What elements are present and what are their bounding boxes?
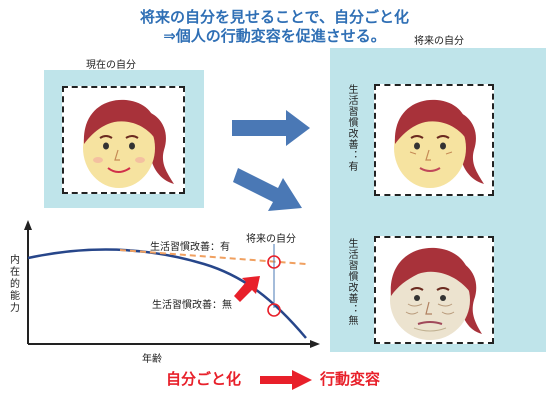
title-line-1: 将来の自分を見せることで、自分ごと化 xyxy=(140,8,409,26)
title-line-2: ⇒個人の行動変容を促進させる。 xyxy=(163,27,386,45)
future-self-label: 将来の自分 xyxy=(414,36,464,47)
current-face-frame xyxy=(62,86,185,194)
arrow-to-improved-icon xyxy=(232,110,310,146)
marker-circle-improved xyxy=(267,255,281,269)
future-with-improvement-label: 生活習慣改善：有 xyxy=(346,84,357,172)
ability-graph xyxy=(24,220,320,348)
future-self-marker-label: 将来の自分 xyxy=(246,234,296,245)
graph-x-axis-arrowhead xyxy=(310,340,320,348)
future-improved-face-frame xyxy=(374,84,494,196)
future-without-improvement-label: 生活習慣改善：無 xyxy=(346,238,357,326)
aged-face-illustration xyxy=(390,247,482,340)
marker-circle-unimproved xyxy=(267,303,281,317)
graph-x-axis-label: 年齢 xyxy=(142,354,162,365)
graph-y-axis-label: 内在的能力 xyxy=(10,255,20,314)
line-with-improvement-label: 生活習慣改善：有 xyxy=(150,242,230,253)
transition-arrows xyxy=(232,110,310,211)
line-without-improvement-label: 生活習慣改善：無 xyxy=(152,300,232,311)
bottom-personalization-text: 自分ごと化 xyxy=(166,370,242,388)
improvement-arrow-icon xyxy=(234,276,260,302)
curve-without-improvement xyxy=(27,248,307,339)
bottom-red-arrow-icon xyxy=(260,370,312,390)
future-unimproved-face-frame xyxy=(374,236,494,344)
improved-face-illustration xyxy=(394,99,484,188)
arrow-to-unimproved-icon xyxy=(233,168,302,211)
future-self-panel: 生活習慣改善：有 生活習慣改善：無 xyxy=(330,48,546,352)
graph-y-axis-arrowhead xyxy=(24,220,32,230)
curve-with-improvement xyxy=(119,249,307,265)
current-self-panel xyxy=(44,70,204,208)
current-self-label: 現在の自分 xyxy=(86,60,136,71)
bottom-behavior-change-text: 行動変容 xyxy=(320,370,381,388)
young-face-illustration xyxy=(83,99,174,188)
